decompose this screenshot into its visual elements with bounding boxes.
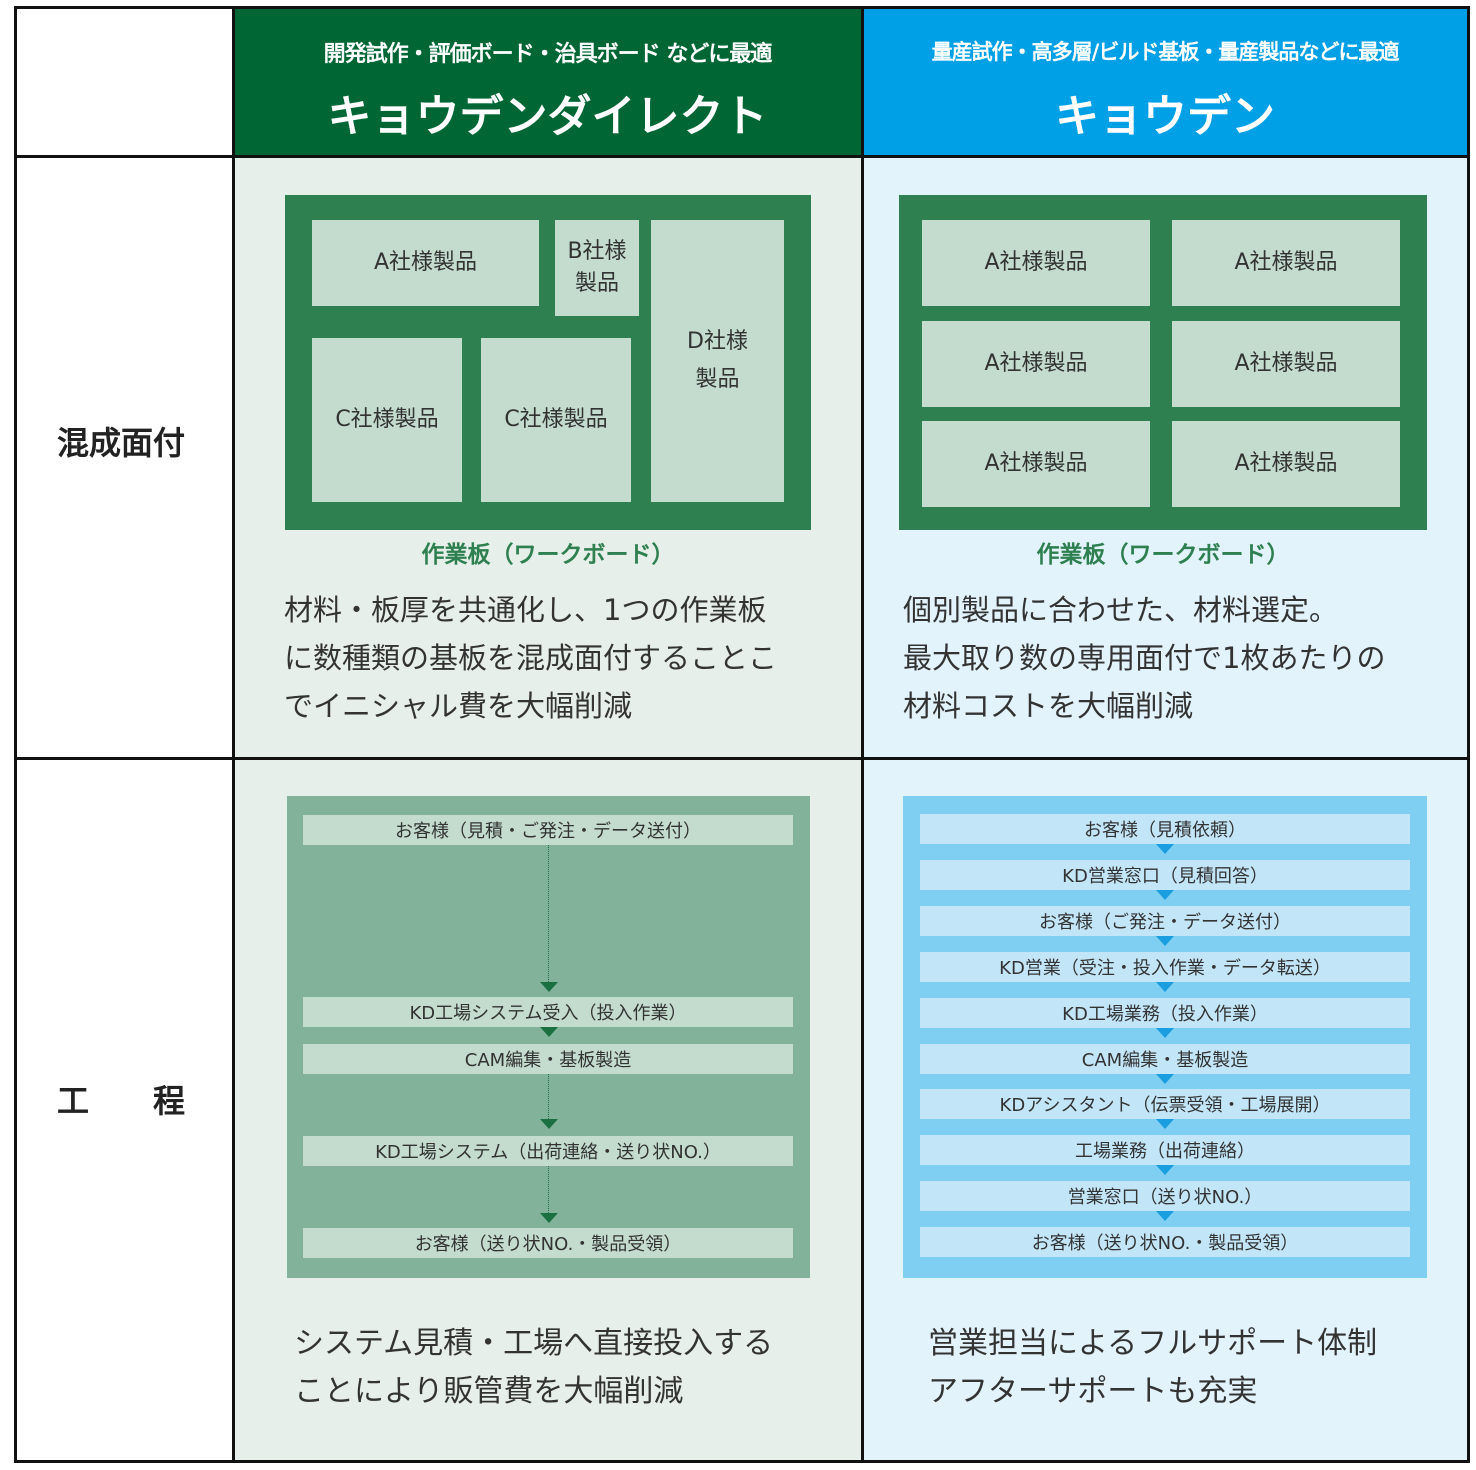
description-line: 個別製品に合わせた、材料選定。: [903, 593, 1339, 627]
panel: A社様製品: [1172, 421, 1400, 507]
row-label-panelization: 混成面付: [57, 424, 186, 462]
process-step: お客様（送り状NO.・製品受領）: [920, 1227, 1410, 1258]
kyoden-header: 量産試作・高多層/ビルド基板・量産製品などに最適 キョウデン: [862, 6, 1468, 156]
grid-line: [14, 6, 17, 1463]
description-line: に数種類の基板を混成面付することこ: [284, 641, 778, 675]
arrow-down-icon: [1156, 1211, 1174, 1222]
process-step: KD営業（受注・投入作業・データ転送）: [920, 951, 1410, 982]
arrow-down-icon: [540, 1213, 558, 1223]
grid-line: [14, 155, 1470, 158]
process-step: KD工場システム受入（投入作業）: [303, 997, 793, 1027]
kyoden-title: キョウデン: [1055, 91, 1275, 142]
arrow-down-icon: [540, 1027, 558, 1037]
process-step: お客様（送り状NO.・製品受領）: [303, 1228, 793, 1258]
arrow-down-icon: [1156, 1027, 1174, 1038]
direct-subtitle: 開発試作・評価ボード・治具ボード などに最適: [323, 42, 773, 67]
panel: A社様製品: [922, 421, 1150, 507]
process-step: 営業窓口（送り状NO.）: [920, 1181, 1410, 1212]
description-line: アフターサポートも充実: [928, 1374, 1258, 1409]
description-line: 材料コストを大幅削減: [903, 689, 1194, 723]
arrow-down-icon: [1156, 1073, 1174, 1084]
arrow-down-icon: [540, 982, 558, 992]
description-line: 材料・板厚を共通化し、1つの作業板: [284, 593, 767, 627]
arrow-down-icon: [1156, 935, 1174, 946]
row-label-process: 工 程: [57, 1082, 186, 1120]
kyoden-subtitle: 量産試作・高多層/ビルド基板・量産製品などに最適: [931, 40, 1400, 64]
process-step: 工場業務（出荷連絡）: [920, 1135, 1410, 1166]
kyoden-process-flow: お客様（見積依頼） KD営業窓口（見積回答） お客様（ご発注・データ送付） KD営業（…: [903, 796, 1427, 1278]
direct-board-caption: 作業板（ワークボード）: [421, 542, 675, 568]
process-step: KDアシスタント（伝票受領・工場展開）: [920, 1089, 1410, 1120]
arrow-down-icon: [1156, 1165, 1174, 1176]
kyoden-work-board: A社様製品 A社様製品 A社様製品 A社様製品 A社様製品 A社様製品: [899, 195, 1427, 530]
grid-line: [14, 1460, 1470, 1463]
direct-process-flow: お客様（見積・ご発注・データ送付） KD工場システム受入（投入作業） CAM編集…: [287, 796, 810, 1278]
kyoden-panel-description: 個別製品に合わせた、材料選定。 最大取り数の専用面付で1枚あたりの 材料コストを…: [903, 586, 1385, 730]
description-line: 最大取り数の専用面付で1枚あたりの: [903, 641, 1386, 675]
grid-line: [232, 6, 235, 1463]
description-line: システム見積・工場へ直接投入する: [294, 1326, 774, 1361]
kyoden-board-caption: 作業板（ワークボード）: [1036, 542, 1290, 568]
panel: B社様 製品: [555, 220, 639, 316]
grid-line: [861, 6, 864, 1463]
description-line: ことにより販管費を大幅削減: [294, 1374, 684, 1409]
process-step: お客様（見積・ご発注・データ送付）: [303, 815, 793, 845]
process-step: KD工場システム（出荷連絡・送り状NO.）: [303, 1136, 793, 1166]
arrow-down-icon: [1156, 981, 1174, 992]
panel: A社様製品: [922, 220, 1150, 306]
description-line: でイニシャル費を大幅削減: [284, 689, 633, 723]
grid-line: [1467, 6, 1470, 1463]
panel: A社様製品: [1172, 220, 1400, 306]
direct-panel-description: 材料・板厚を共通化し、1つの作業板 に数種類の基板を混成面付することこ でイニシ…: [284, 586, 777, 730]
grid-line: [14, 757, 1470, 760]
panel: A社様製品: [1172, 321, 1400, 407]
process-step: CAM編集・基板製造: [920, 1043, 1410, 1074]
kyoden-process-description: 営業担当によるフルサポート体制 アフターサポートも充実: [928, 1320, 1377, 1416]
direct-title: キョウデンダイレクト: [327, 91, 768, 142]
process-step: CAM編集・基板製造: [303, 1044, 793, 1074]
description-line: 営業担当によるフルサポート体制: [928, 1326, 1378, 1361]
panel: A社様製品: [312, 220, 539, 306]
process-step: お客様（見積依頼）: [920, 814, 1410, 844]
panel: A社様製品: [922, 321, 1150, 407]
process-step: お客様（ご発注・データ送付）: [920, 905, 1410, 936]
panel: C社様製品: [481, 338, 631, 502]
panel: C社様製品: [312, 338, 462, 502]
grid-line: [14, 6, 1470, 9]
process-step: KD工場業務（投入作業）: [920, 997, 1410, 1028]
arrow-down-icon: [540, 1119, 558, 1129]
panel: D社様 製品: [651, 220, 784, 502]
arrow-down-icon: [1156, 889, 1174, 900]
arrow-down-icon: [1156, 844, 1174, 854]
arrow-down-icon: [1156, 1119, 1174, 1130]
process-step: KD営業窓口（見積回答）: [920, 859, 1410, 890]
direct-process-description: システム見積・工場へ直接投入する ことにより販管費を大幅削減: [294, 1320, 773, 1416]
direct-work-board: A社様製品 B社様 製品 C社様製品 C社様製品 D社様 製品: [285, 195, 811, 530]
direct-header: 開発試作・評価ボード・治具ボード などに最適 キョウデンダイレクト: [233, 6, 862, 156]
